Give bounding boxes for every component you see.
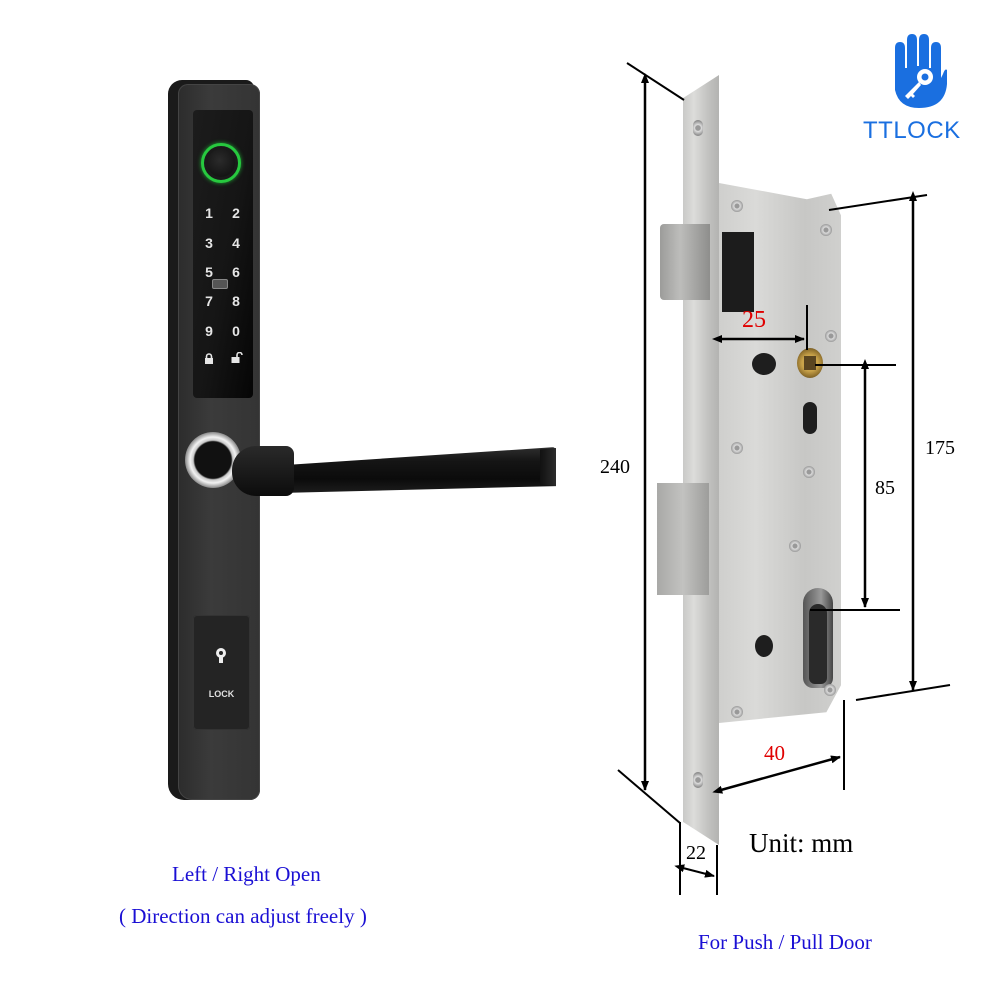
- fingerprint-sensor-icon: [207, 149, 235, 177]
- faceplate-screw-icon: [693, 772, 703, 788]
- dimension-backset: 40: [764, 741, 785, 765]
- dimension-handle-offset: 25: [742, 307, 766, 333]
- dimension-overall-height: 240: [600, 456, 630, 478]
- dead-bolt: [657, 483, 709, 595]
- dimension-case-height: 175: [925, 437, 955, 459]
- latch-mechanism-window: [722, 232, 754, 312]
- caption-door-type: For Push / Pull Door: [698, 930, 872, 954]
- key-9: 9: [205, 323, 213, 339]
- screw-icon: [824, 684, 836, 696]
- dimension-center-distance: 85: [875, 477, 895, 499]
- screw-icon: [789, 540, 801, 552]
- latch-bolt: [660, 224, 710, 300]
- ttlock-logo: TTLOCK: [860, 34, 960, 144]
- spindle-square: [804, 356, 816, 370]
- key-1: 1: [205, 205, 213, 221]
- key-5: 5: [205, 264, 213, 280]
- key-2: 2: [232, 205, 240, 221]
- mortise-faceplate: [683, 75, 719, 845]
- lever-handle-end: [540, 448, 556, 486]
- caption-open-direction: Left / Right Open: [172, 862, 321, 886]
- dimension-faceplate-width: 22: [686, 842, 706, 864]
- key-3: 3: [205, 235, 213, 251]
- key-cover-label: LOCK: [208, 689, 235, 699]
- lever-handle-neck: [232, 446, 294, 496]
- lock-icon: [205, 353, 213, 364]
- screw-icon: [825, 330, 837, 342]
- cylinder-hole-inner: [809, 604, 827, 684]
- mechanical-key-cover: [193, 615, 250, 730]
- keyhole-icon-stem: [219, 655, 223, 663]
- slot-hole: [803, 402, 817, 434]
- screw-icon: [803, 466, 815, 478]
- screw-icon: [731, 442, 743, 454]
- follower-hole: [752, 353, 776, 375]
- handle-rosette: [185, 432, 241, 488]
- key-8: 8: [232, 293, 240, 309]
- card-icon: [212, 279, 228, 289]
- screw-icon: [731, 706, 743, 718]
- unlock-icon: [231, 352, 243, 363]
- key-4: 4: [232, 235, 240, 251]
- key-0: 0: [232, 323, 240, 339]
- screw-icon: [820, 224, 832, 236]
- hand-with-key-icon: [895, 34, 947, 108]
- brand-name: TTLOCK: [863, 117, 961, 144]
- key-6: 6: [232, 264, 240, 280]
- unit-label: Unit: mm: [749, 828, 854, 858]
- faceplate-screw-icon: [693, 120, 703, 136]
- caption-direction-adjust: ( Direction can adjust freely ): [119, 904, 367, 928]
- keyhole-icon-center: [219, 651, 223, 655]
- screw-icon: [731, 200, 743, 212]
- round-hole: [755, 635, 773, 657]
- key-7: 7: [205, 293, 213, 309]
